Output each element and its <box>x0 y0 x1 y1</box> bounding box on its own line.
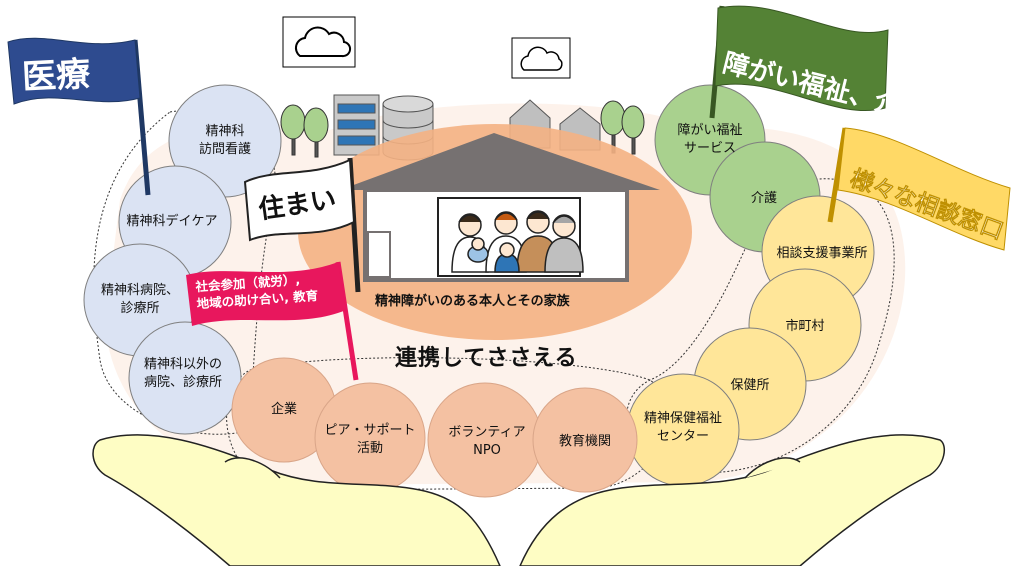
building-icon <box>333 94 434 161</box>
community-label-4: 教育機関 <box>558 434 612 449</box>
flag-housing <box>243 158 356 242</box>
consult-label-3: 保健所 <box>730 378 770 393</box>
cloud-icon <box>511 37 571 79</box>
flag-consult <box>837 127 1011 251</box>
consult-label-2: 市町村 <box>785 319 825 334</box>
household-caption: 精神障がいのある本人とその家族 <box>375 294 570 309</box>
flag-social <box>186 262 346 326</box>
supporting-hands <box>92 434 946 567</box>
flag-medical-label: 医療 <box>21 54 92 98</box>
medical-label-4: 精神科以外の病院、診療所 <box>143 357 223 390</box>
flag-pole-consult <box>827 127 848 223</box>
consult-label-1: 相談支援事業所 <box>776 246 868 261</box>
community-label-1: 企業 <box>270 402 298 417</box>
welfare-label-1: 障がい福祉サービス <box>677 123 743 156</box>
cloud-icon <box>282 16 356 68</box>
consult-label-4: 精神保健福祉センター <box>643 411 723 444</box>
tree-icon <box>280 104 329 158</box>
medical-circle-4 <box>128 321 242 435</box>
community-circle-4 <box>532 387 638 493</box>
tree-icon <box>600 100 645 155</box>
family-illustration <box>451 210 584 273</box>
medical-label-3: 精神科病院、診療所 <box>100 283 180 316</box>
flag-medical <box>7 37 141 105</box>
welfare-label-2: 介護 <box>750 191 778 206</box>
community-label-2: ピア・サポート活動 <box>324 423 416 456</box>
link-caption: 連携してささえる <box>395 346 578 371</box>
flag-welfare <box>714 5 889 112</box>
medical-label-1: 精神科訪問看護 <box>198 124 252 157</box>
medical-label-2: 精神科デイケア <box>126 214 218 229</box>
